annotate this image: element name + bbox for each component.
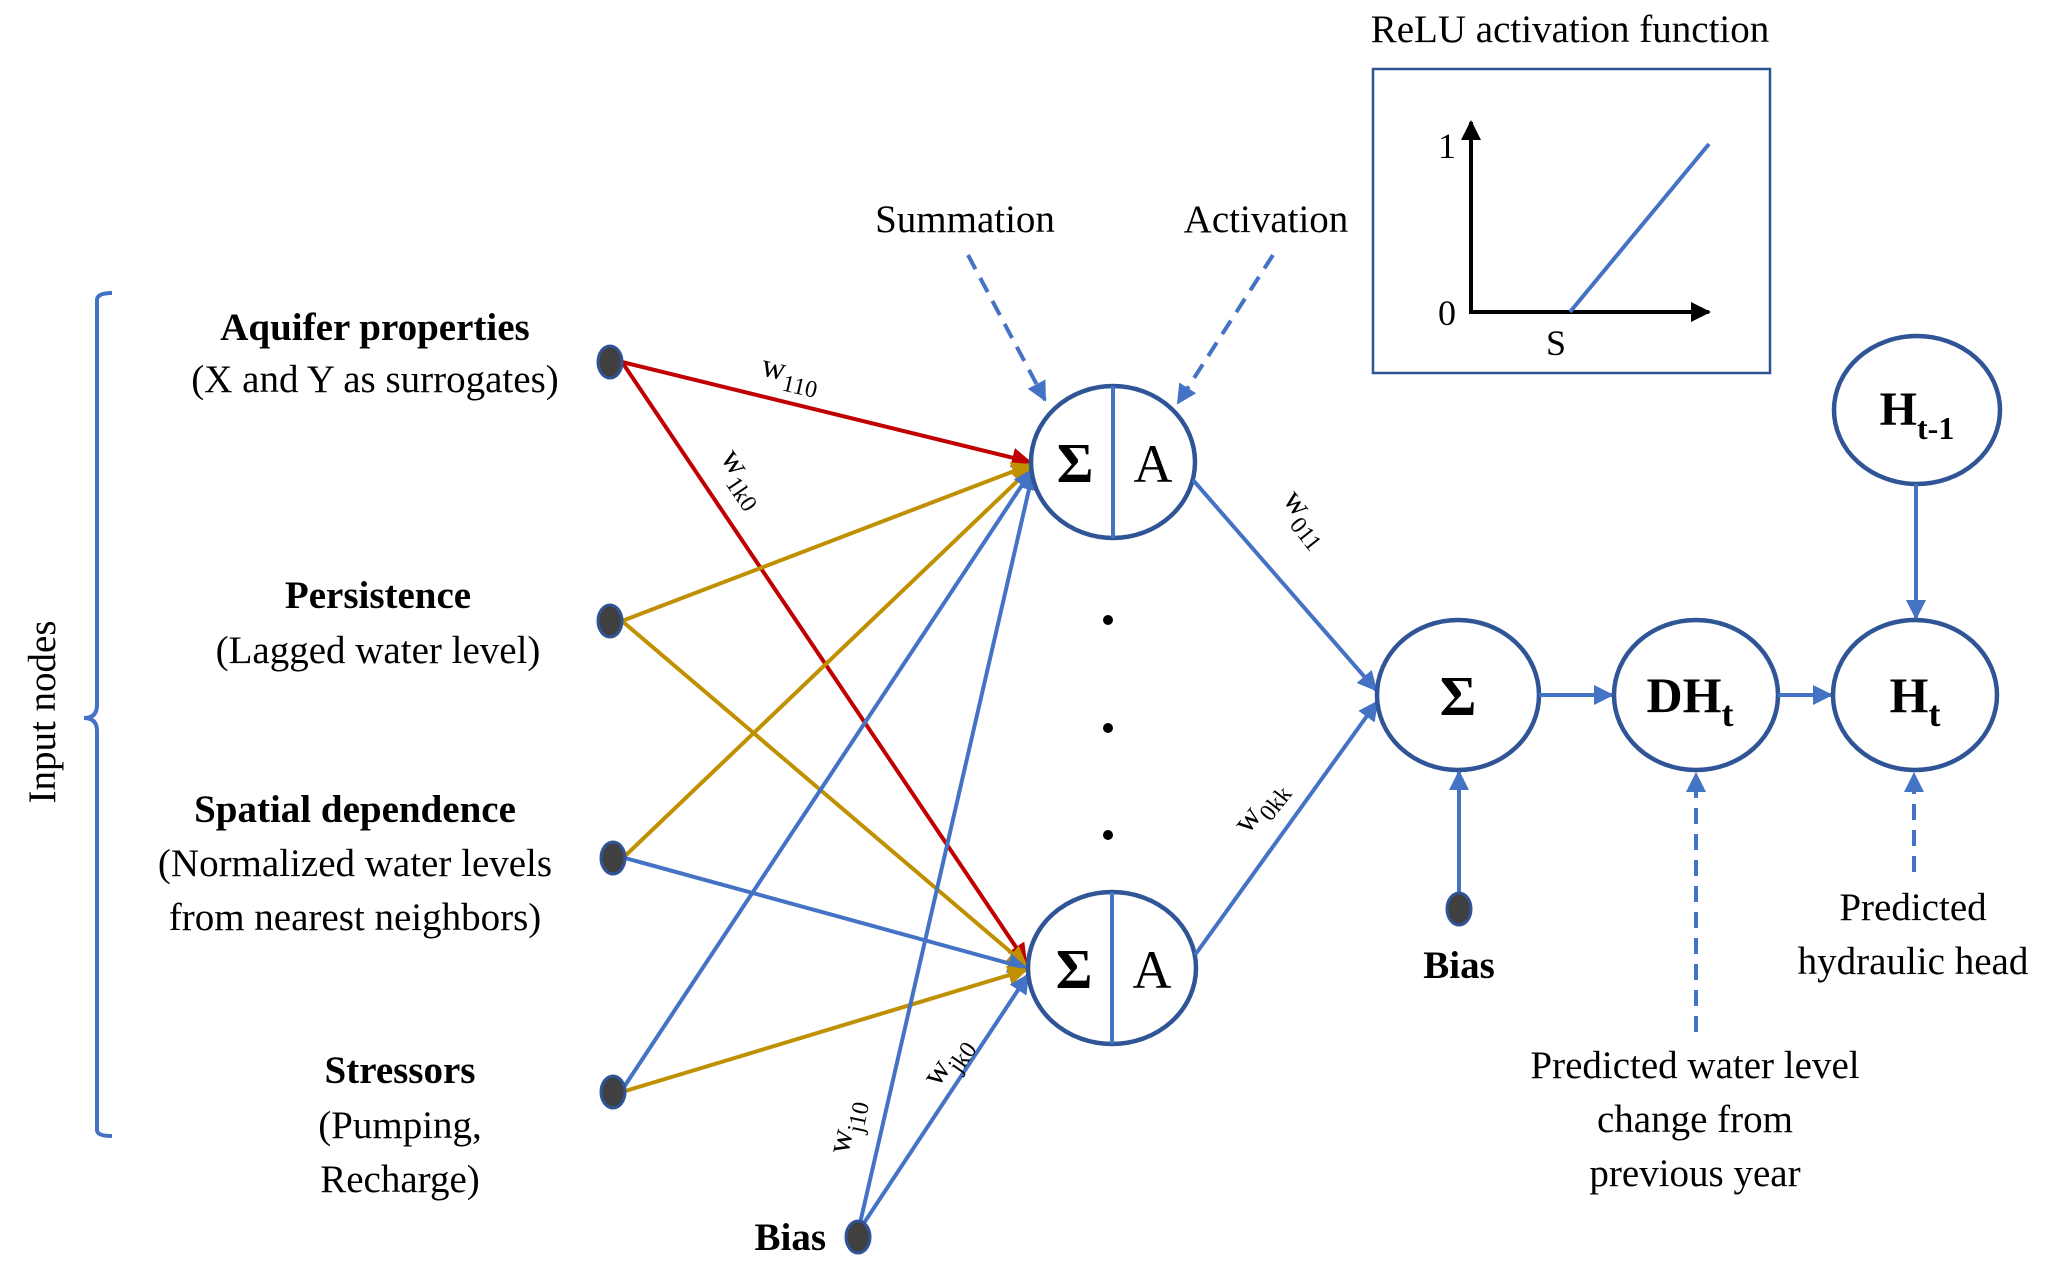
dh-label: DHt bbox=[1647, 667, 1734, 734]
caption-line: previous year bbox=[1589, 1152, 1800, 1195]
output-sum-node: Σ bbox=[1374, 617, 1542, 773]
edge-stressors-n2 bbox=[621, 965, 1028, 1094]
ellipsis-dot bbox=[1103, 723, 1113, 733]
input-node-spatial bbox=[599, 840, 627, 876]
ht-base: H bbox=[1890, 667, 1929, 723]
input-label-stressors: Stressors (Pumping, Recharge) bbox=[318, 1049, 482, 1201]
weight-wj10: wj10 bbox=[821, 1096, 875, 1158]
relu-curve bbox=[1568, 142, 1711, 314]
caption-line: change from bbox=[1597, 1098, 1793, 1141]
predicted-head-caption: Predicted hydraulic head bbox=[1798, 886, 2029, 983]
dh-node: DHt bbox=[1611, 617, 1781, 773]
activation-symbol: A bbox=[1134, 434, 1173, 494]
activation-annotation: Activation bbox=[1184, 198, 1349, 241]
relu-frame bbox=[1371, 67, 1772, 375]
input-title: Aquifer properties bbox=[220, 306, 529, 349]
input-bracket bbox=[83, 291, 113, 1138]
summation-pointer bbox=[966, 254, 1047, 402]
edge-aquifer-n2 bbox=[620, 360, 1028, 964]
relu-y-tick-0: 0 bbox=[1438, 293, 1456, 333]
input-node-stressors bbox=[599, 1074, 627, 1110]
input-label-aquifer: Aquifer properties (X and Y as surrogate… bbox=[191, 306, 559, 401]
weight-sub: 110 bbox=[780, 371, 820, 404]
input-label-spatial: Spatial dependence (Normalized water lev… bbox=[158, 788, 552, 939]
output-bias-node bbox=[1445, 891, 1473, 927]
ellipsis-dot bbox=[1103, 830, 1113, 840]
sum-symbol: Σ bbox=[1440, 666, 1477, 728]
hidden-bias-node bbox=[844, 1219, 872, 1255]
edge-persistence-n1 bbox=[621, 462, 1032, 623]
activation-symbol: A bbox=[1133, 940, 1172, 1000]
summation-annotation: Summation bbox=[875, 198, 1055, 241]
weight-wjk0: wjk0 bbox=[915, 1027, 982, 1097]
caption-line: hydraulic head bbox=[1798, 940, 2029, 983]
weight-w0kk: w0kk bbox=[1226, 771, 1298, 845]
activation-pointer bbox=[1176, 253, 1275, 405]
input-desc: Recharge) bbox=[320, 1158, 480, 1201]
input-desc: from nearest neighbors) bbox=[169, 896, 542, 939]
edge-n1-output bbox=[1191, 478, 1378, 692]
input-title: Spatial dependence bbox=[194, 788, 516, 831]
edge-spatial-n2 bbox=[624, 856, 1028, 973]
input-label-persistence: Persistence (Lagged water level) bbox=[216, 574, 541, 672]
input-desc: (Pumping, bbox=[318, 1104, 482, 1147]
edge-spatial-n1 bbox=[623, 466, 1033, 858]
predicted-change-caption: Predicted water level change from previo… bbox=[1530, 1044, 1859, 1195]
input-title: Persistence bbox=[285, 574, 471, 617]
input-nodes-label: Input nodes bbox=[21, 620, 64, 803]
edge-persistence-n2 bbox=[620, 619, 1028, 967]
hidden-neuron-k: Σ A bbox=[1025, 889, 1199, 1047]
edge-aquifer-n1 bbox=[621, 360, 1032, 468]
input-connections bbox=[620, 360, 1039, 1234]
ht-sub: t bbox=[1928, 694, 1940, 734]
ht-prev-label: Ht-1 bbox=[1880, 383, 1955, 446]
input-node-persistence bbox=[596, 603, 624, 639]
ht-label: Ht bbox=[1890, 667, 1941, 734]
hidden-bias-label: Bias bbox=[754, 1216, 826, 1259]
ht-prev-base: H bbox=[1880, 383, 1917, 436]
input-title: Stressors bbox=[325, 1049, 476, 1092]
ht-prev-node: Ht-1 bbox=[1831, 333, 2003, 487]
caption-line: Predicted bbox=[1839, 886, 1987, 929]
caption-line: Predicted water level bbox=[1530, 1044, 1859, 1087]
ellipsis-dot bbox=[1103, 615, 1113, 625]
input-desc: (Lagged water level) bbox=[216, 629, 541, 672]
relu-y-tick-1: 1 bbox=[1438, 126, 1456, 166]
dh-sub: t bbox=[1722, 694, 1734, 734]
edge-bias-n2 bbox=[856, 973, 1030, 1234]
edge-stressors-n1 bbox=[620, 468, 1034, 1092]
hidden-neuron-1: Σ A bbox=[1028, 383, 1198, 541]
sum-symbol: Σ bbox=[1056, 939, 1093, 1001]
edge-bias-n1 bbox=[856, 470, 1039, 1233]
sum-symbol: Σ bbox=[1057, 433, 1094, 495]
relu-title: ReLU activation function bbox=[1371, 8, 1770, 51]
input-node-aquifer bbox=[596, 344, 624, 380]
weight-w011: w011 bbox=[1269, 483, 1340, 557]
relu-x-label: S bbox=[1546, 323, 1566, 363]
input-desc: (Normalized water levels bbox=[158, 842, 552, 885]
dh-base: DH bbox=[1647, 667, 1722, 723]
ht-node: Ht bbox=[1830, 617, 2000, 773]
edge-nk-output bbox=[1193, 700, 1379, 957]
relu-inset: ReLU activation function 1 0 S bbox=[1371, 8, 1772, 375]
input-desc: (X and Y as surrogates) bbox=[191, 358, 559, 401]
output-bias-label: Bias bbox=[1423, 944, 1495, 987]
ht-prev-sub: t-1 bbox=[1917, 410, 1954, 446]
weight-sub: j10 bbox=[843, 1100, 875, 1136]
